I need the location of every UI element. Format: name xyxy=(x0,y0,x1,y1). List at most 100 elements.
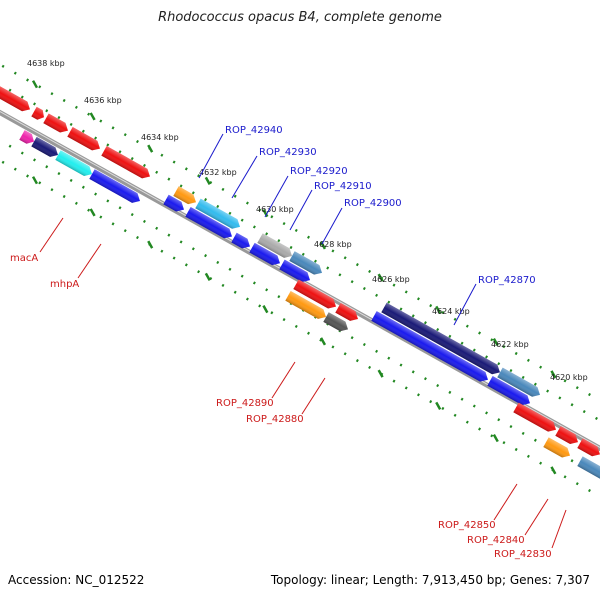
bottom-label-leaders xyxy=(39,217,567,549)
map-title: Rhodococcus opacus B4, complete genome xyxy=(158,10,442,25)
accession-text: Accession: NC_012522 xyxy=(8,573,145,587)
tick-label: 4632 kbp xyxy=(199,168,237,177)
gene-red-shading xyxy=(43,113,69,133)
tick-label: 4636 kbp xyxy=(84,96,122,105)
gene-navy[interactable] xyxy=(31,136,60,160)
gene-red[interactable] xyxy=(0,84,33,114)
major-tick xyxy=(147,144,154,153)
major-tick xyxy=(204,272,211,281)
gene-steelblue[interactable] xyxy=(497,367,542,400)
gene-rop-42910-shading xyxy=(289,251,323,275)
major-tick xyxy=(492,337,499,347)
gene-rop-42830[interactable] xyxy=(577,456,600,482)
gene-blue[interactable] xyxy=(163,194,186,215)
gene-label-rop-42940[interactable]: ROP_42940 xyxy=(225,125,283,136)
gene-mhpa-shading xyxy=(55,150,93,176)
tick-row xyxy=(0,63,600,402)
tick-label: 4624 kbp xyxy=(432,307,470,316)
gene-label-rop-42850[interactable]: ROP_42850 xyxy=(438,520,496,531)
tick-label: 4638 kbp xyxy=(27,59,65,68)
gene-red[interactable] xyxy=(555,426,580,447)
gene-label-rop-42910[interactable]: ROP_42910 xyxy=(314,181,372,192)
gene-blue-shading xyxy=(231,232,250,249)
gene-blue[interactable] xyxy=(487,376,532,408)
gene-red-shading xyxy=(577,438,600,457)
gene-blue-shading xyxy=(487,376,531,406)
gene-rop-42870[interactable] xyxy=(381,302,502,378)
gene-rop-42870-shading xyxy=(381,302,501,375)
gene-red[interactable] xyxy=(43,113,70,136)
gene-red[interactable] xyxy=(577,438,600,459)
major-tick xyxy=(262,209,269,218)
major-tick xyxy=(435,401,442,410)
major-tick xyxy=(435,305,442,314)
genes xyxy=(0,84,600,482)
gene-rop-42880-shading xyxy=(323,312,349,332)
gene-red-shading xyxy=(293,279,337,309)
major-tick xyxy=(550,370,557,379)
top-gene-labels: ROP_42940 ROP_42930 ROP_42920 ROP_42910 … xyxy=(225,125,536,286)
gene-blue[interactable] xyxy=(249,242,282,268)
gene-label-rop-42890[interactable]: ROP_42890 xyxy=(216,398,274,409)
gene-label-rop-42930[interactable]: ROP_42930 xyxy=(259,147,317,158)
gene-rop-42940[interactable] xyxy=(173,186,198,207)
gene-red[interactable] xyxy=(101,146,152,181)
gene-maca-shading xyxy=(19,130,34,144)
gene-rop-42920[interactable] xyxy=(257,233,294,261)
gene-red[interactable] xyxy=(31,106,46,122)
tick-label: 4626 kbp xyxy=(372,275,410,284)
major-tick xyxy=(550,466,557,475)
tick-labels: 4638 kbp 4636 kbp 4634 kbp 4632 kbp 4630… xyxy=(27,59,588,382)
gene-blue[interactable] xyxy=(185,207,234,241)
gene-steelblue-shading xyxy=(497,367,541,397)
gene-navy-shading xyxy=(31,136,58,157)
gene-rop-42910[interactable] xyxy=(289,251,324,277)
gene-rop-42840-shading xyxy=(543,437,570,458)
gene-blue[interactable] xyxy=(371,311,490,384)
top-label-leaders xyxy=(198,133,477,326)
tick-label: 4634 kbp xyxy=(141,133,179,142)
gene-label-rop-42880[interactable]: ROP_42880 xyxy=(246,414,304,425)
gene-rop-42850[interactable] xyxy=(513,402,558,435)
major-tick xyxy=(89,112,96,121)
gene-red[interactable] xyxy=(293,279,338,311)
bottom-gene-labels: macA mhpA ROP_42890 ROP_42880 ROP_42850 … xyxy=(10,253,552,560)
gene-blue[interactable] xyxy=(231,232,252,252)
gene-rop-42840[interactable] xyxy=(543,437,572,460)
gene-blue-shading xyxy=(371,311,489,382)
gene-rop-42830-shading xyxy=(577,456,600,480)
gene-label-rop-42870[interactable]: ROP_42870 xyxy=(478,275,536,286)
gene-label-rop-42900[interactable]: ROP_42900 xyxy=(344,198,402,209)
gene-mhpa[interactable] xyxy=(55,150,94,179)
gene-label-mhpa[interactable]: mhpA xyxy=(50,279,79,290)
gene-rop-42920-shading xyxy=(257,233,292,258)
gene-rop-42930[interactable] xyxy=(195,198,242,232)
gene-label-rop-42840[interactable]: ROP_42840 xyxy=(467,535,525,546)
major-tick xyxy=(89,208,96,217)
gene-rop-42890[interactable] xyxy=(285,290,328,322)
gene-rop-42850-shading xyxy=(513,402,557,432)
gene-red[interactable] xyxy=(67,126,102,153)
gene-red[interactable] xyxy=(335,302,360,324)
gene-blue-shading xyxy=(89,169,140,203)
gene-blue-shading xyxy=(163,194,184,212)
genome-summary-text: Topology: linear; Length: 7,913,450 bp; … xyxy=(270,573,590,587)
major-tick xyxy=(31,80,39,89)
gene-red-shading xyxy=(67,126,101,151)
major-tick xyxy=(319,337,327,346)
gene-maca[interactable] xyxy=(19,130,36,146)
gene-blue[interactable] xyxy=(89,169,142,205)
major-tick xyxy=(204,176,211,185)
tick-label: 4628 kbp xyxy=(314,240,352,249)
tick-label: 4622 kbp xyxy=(491,340,529,349)
gene-rop-42900[interactable] xyxy=(279,259,312,285)
gene-label-maca[interactable]: macA xyxy=(10,253,38,264)
major-tick xyxy=(31,176,39,185)
gene-label-rop-42830[interactable]: ROP_42830 xyxy=(494,549,552,560)
gene-red-shading xyxy=(335,302,359,321)
gene-label-rop-42920[interactable]: ROP_42920 xyxy=(290,166,348,177)
tick-rows xyxy=(0,63,600,498)
major-tick xyxy=(319,241,327,250)
gene-rop-42880[interactable] xyxy=(323,312,350,334)
